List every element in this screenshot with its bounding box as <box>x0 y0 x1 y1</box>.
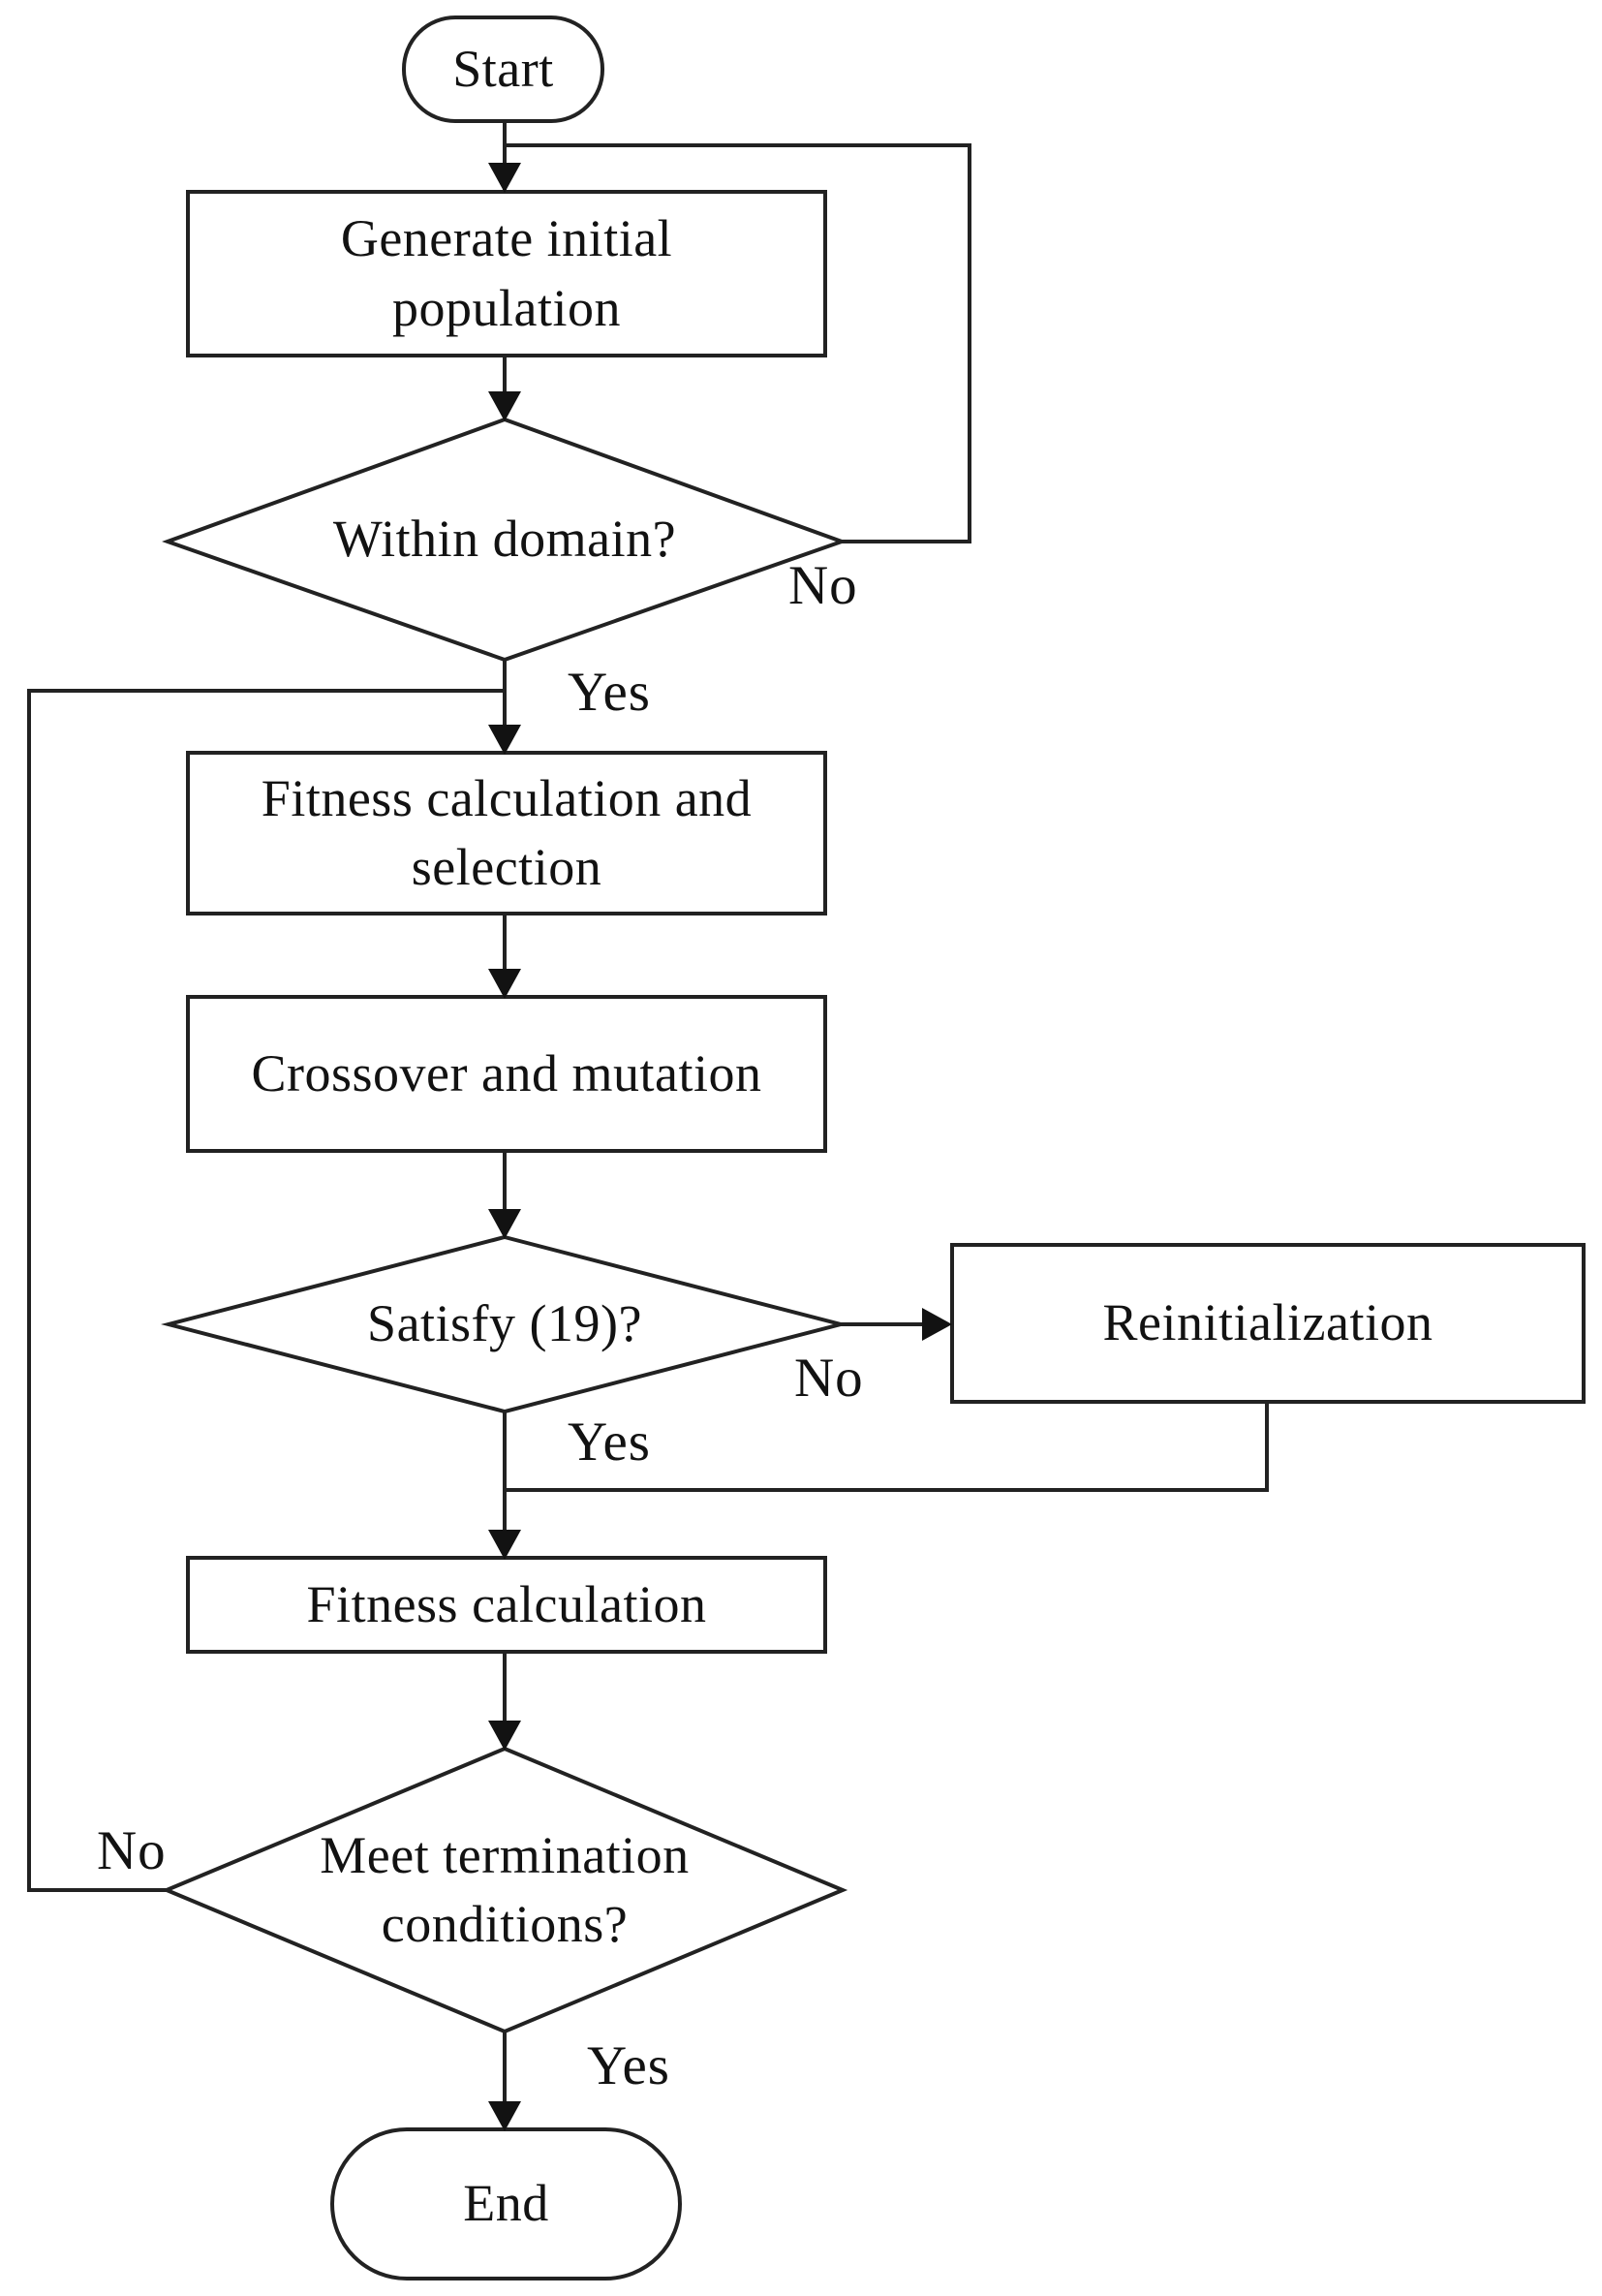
within-domain-node-label: Within domain? <box>332 510 677 569</box>
end-node-label: End <box>463 2174 549 2233</box>
generate-node-label: Generate initial population <box>340 209 673 337</box>
arrowhead-into-end <box>488 2101 521 2131</box>
crossover-node-label: Crossover and mutation <box>251 1043 762 1102</box>
fitness-calculation-process-shape <box>186 1556 827 1654</box>
end-terminator-shape <box>330 2127 682 2280</box>
arrowhead-into-reinitialization <box>922 1308 952 1341</box>
arrowhead-into-fitness-selection <box>488 725 521 755</box>
termination-decision-shape <box>161 1746 848 2034</box>
arrowhead-into-termination <box>488 1721 521 1751</box>
fitness-calculation-node-label: Fitness calculation <box>306 1574 707 1633</box>
satisfy-decision-shape <box>161 1234 848 1414</box>
arrowhead-into-crossover <box>488 969 521 999</box>
crossover-process-shape <box>186 995 827 1153</box>
arrowhead-into-within-domain <box>488 391 521 421</box>
arrowhead-into-fitness-calculation <box>488 1530 521 1560</box>
flow-lines <box>27 121 1269 2127</box>
termination-yes-label: Yes <box>587 2035 670 2096</box>
reinitialization-process-shape <box>950 1243 1586 1404</box>
within-domain-yes-label: Yes <box>568 662 651 723</box>
arrowheads <box>488 163 952 2131</box>
satisfy-no-label: No <box>794 1348 864 1409</box>
flow-shapes <box>161 16 1586 2280</box>
edge-reinit-return <box>505 1402 1269 1492</box>
start-node-label: Start <box>452 39 554 98</box>
edge-termination-no-loop <box>27 689 505 1892</box>
termination-no-label: No <box>97 1820 167 1881</box>
generate-process-shape <box>186 190 827 357</box>
arrowhead-into-satisfy <box>488 1209 521 1239</box>
fitness-selection-process-shape <box>186 751 827 915</box>
termination-node-label: Meet termination conditions? <box>320 1825 690 1953</box>
reinitialization-node-label: Reinitialization <box>1102 1293 1433 1352</box>
edge-within-no-loop <box>505 143 971 543</box>
satisfy-node-label: Satisfy (19)? <box>367 1294 642 1353</box>
fitness-selection-node-label: Fitness calculation and selection <box>261 768 753 896</box>
within-domain-no-label: No <box>788 555 858 616</box>
satisfy-yes-label: Yes <box>568 1412 651 1473</box>
arrowhead-into-generate <box>488 163 521 193</box>
within-domain-decision-shape <box>162 417 847 663</box>
start-terminator-shape <box>402 16 604 123</box>
